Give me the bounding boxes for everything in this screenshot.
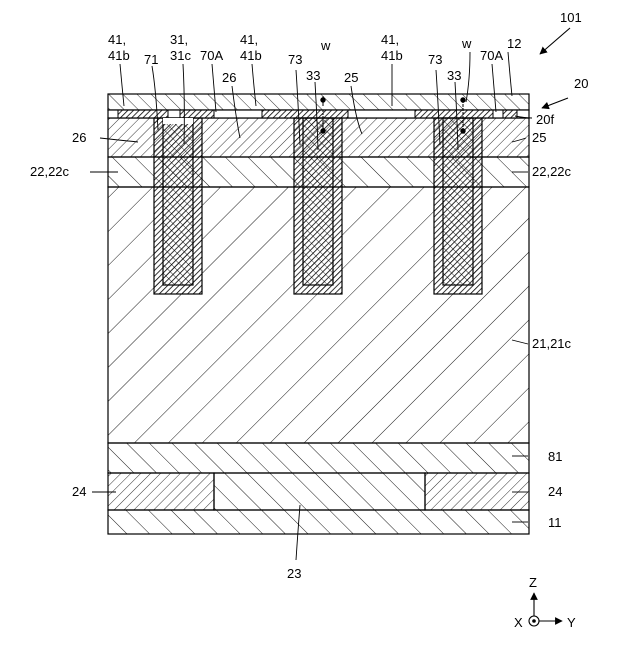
label-w-b: w	[461, 36, 472, 51]
label-101: 101	[560, 10, 582, 25]
label-70a-b: 70A	[480, 48, 503, 63]
label-11: 11	[548, 515, 562, 530]
label-41-b-line1: 41,	[240, 32, 258, 47]
x-axis-dot	[532, 619, 536, 623]
label-23: 23	[287, 566, 301, 581]
layer-11-drain-electrode	[108, 510, 529, 534]
label-41-b-line2: 41b	[240, 48, 262, 63]
label-26-left: 26	[72, 130, 86, 145]
label-41-c-line1: 41,	[381, 32, 399, 47]
axis-label-y: Y	[567, 615, 576, 630]
layer-24-collector-right	[425, 473, 529, 510]
axis-label-x: X	[514, 615, 523, 630]
label-26-top: 26	[222, 70, 236, 85]
label-31-line2: 31c	[170, 48, 191, 63]
label-20f: 20f	[536, 112, 554, 127]
label-31-line1: 31,	[170, 32, 188, 47]
label-73-a: 73	[288, 52, 302, 67]
label-22-left: 22,22c	[30, 164, 70, 179]
label-22-right: 22,22c	[532, 164, 572, 179]
label-33-a: 33	[306, 68, 320, 83]
trench-1	[154, 118, 202, 294]
label-73-b: 73	[428, 52, 442, 67]
layer-12-top-electrode	[108, 94, 529, 110]
label-24-left: 24	[72, 484, 86, 499]
axis-label-z: Z	[529, 575, 537, 590]
layer-70a-interlayer-strip	[108, 110, 529, 118]
label-w-a: w	[320, 38, 331, 53]
pointer-arrows	[540, 28, 570, 108]
label-25-top: 25	[344, 70, 358, 85]
label-33-b: 33	[447, 68, 461, 83]
label-81: 81	[548, 449, 562, 464]
label-20: 20	[574, 76, 588, 91]
label-24-right: 24	[548, 484, 562, 499]
label-41-a-line1: 41,	[108, 32, 126, 47]
label-21: 21,21c	[532, 336, 572, 351]
label-70a-a: 70A	[200, 48, 223, 63]
label-41-a-line2: 41b	[108, 48, 130, 63]
coordinate-axes: Z X Y	[514, 575, 576, 630]
label-71: 71	[144, 52, 158, 67]
layer-81-buffer	[108, 443, 529, 473]
label-12: 12	[507, 36, 521, 51]
label-41-c-line2: 41b	[381, 48, 403, 63]
layer-23-region	[214, 473, 425, 510]
label-25-right: 25	[532, 130, 546, 145]
layer-24-collector-left	[108, 473, 214, 510]
